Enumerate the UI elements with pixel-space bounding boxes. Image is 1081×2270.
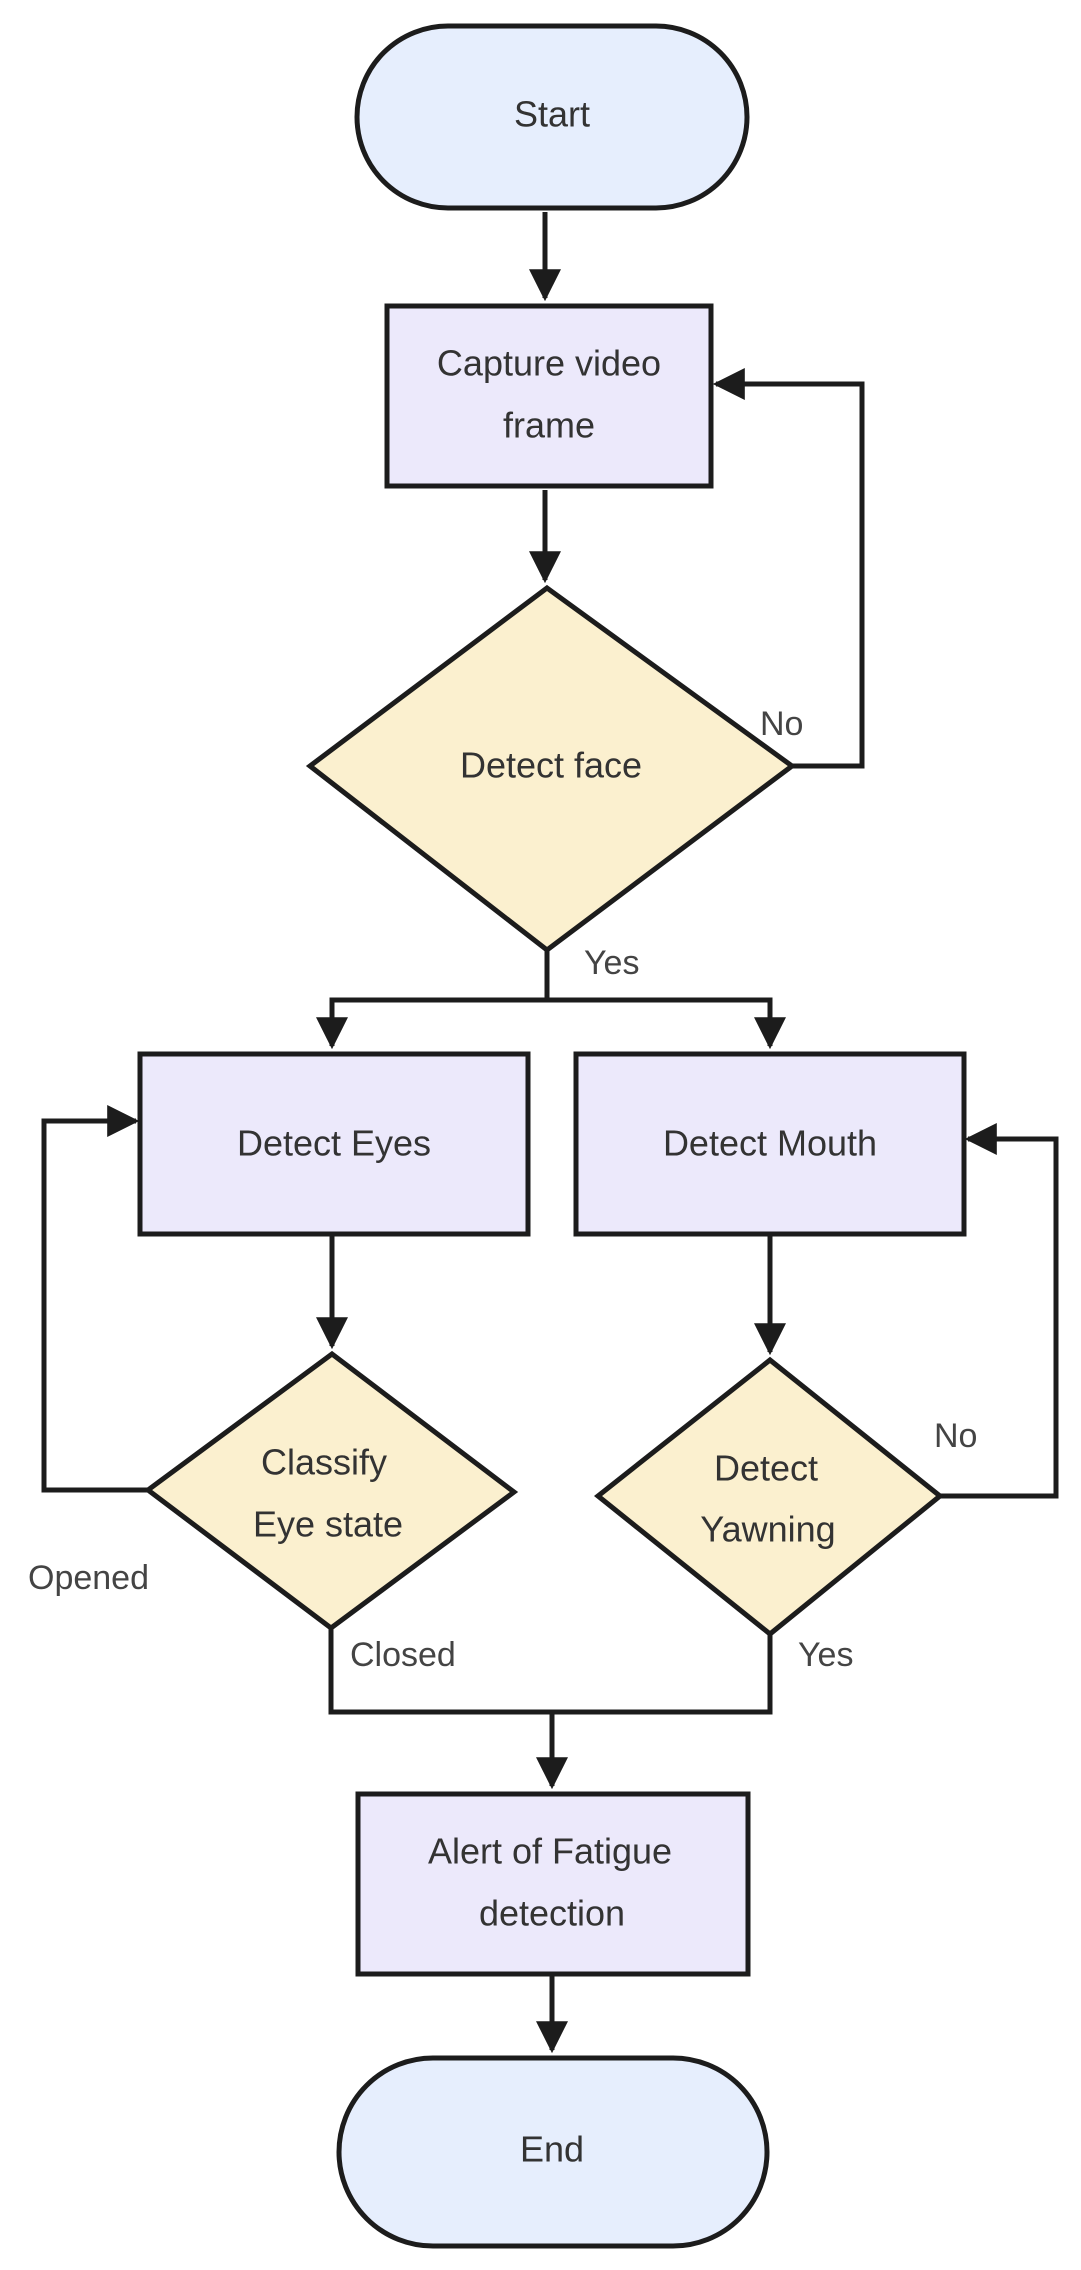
detect-eyes-process-shape [137,1051,531,1237]
detect-mouth-process-shape [573,1051,967,1237]
detect-yawning-decision-shape [593,1356,944,1638]
edge-yawn-yes-to-alert [550,1634,773,1715]
capture-process-shape [384,303,714,489]
edges [41,212,1059,2054]
detect-mouth-label: Detect Mouth [663,1123,877,1164]
detect-yawning-label-line-2: Yawning [700,1509,835,1550]
detect-yawning-label-line-1: Detect [714,1448,818,1489]
edge-face-no-loop [712,368,865,769]
face-yes-label: Yes [584,944,639,982]
classify-eye-decision-shape [143,1350,519,1632]
edge-eye-opened-loop [41,1105,148,1493]
eye-opened-label: Opened [28,1559,149,1597]
start-node: Start [354,23,750,211]
detect-eyes-node: Detect Eyes [137,1051,531,1237]
eye-closed-label: Closed [350,1636,456,1674]
edge-yes-to-mouth [547,997,786,1050]
start-label: Start [514,94,590,135]
yawn-no-label: No [934,1417,977,1455]
classify-eye-label-line-2: Eye state [253,1504,403,1545]
end-label: End [520,2129,584,2170]
capture-label-line-2: frame [503,405,595,446]
detect-mouth-node: Detect Mouth [573,1051,967,1237]
detect-face-label: Detect face [460,745,642,786]
alert-process-shape [355,1791,751,1977]
yawn-yes-label: Yes [798,1636,853,1674]
detect-yawning-node: Detect Yawning [593,1356,944,1638]
start-terminal-shape [354,23,750,211]
edge-labels: No Yes Opened Closed No Yes [28,705,977,1674]
edge-yawn-no-loop [940,1123,1059,1499]
classify-eye-state-node: Classify Eye state [143,1350,519,1632]
capture-label-line-1: Capture video [437,343,661,384]
capture-frame-node: Capture video frame [384,303,714,489]
detect-face-node: Detect face [305,584,797,954]
end-terminal-shape [336,2055,770,2249]
detect-eyes-label: Detect Eyes [237,1123,431,1164]
edge-eye-closed-to-alert [328,1628,550,1715]
edge-yes-to-eyes [316,997,547,1050]
end-node: End [336,2055,770,2249]
alert-label-line-2: detection [479,1893,625,1934]
face-no-label: No [760,705,803,743]
alert-node: Alert of Fatigue detection [355,1791,751,1977]
classify-eye-label-line-1: Classify [261,1442,387,1483]
alert-label-line-1: Alert of Fatigue [428,1831,672,1872]
detect-face-decision-shape [305,584,797,954]
